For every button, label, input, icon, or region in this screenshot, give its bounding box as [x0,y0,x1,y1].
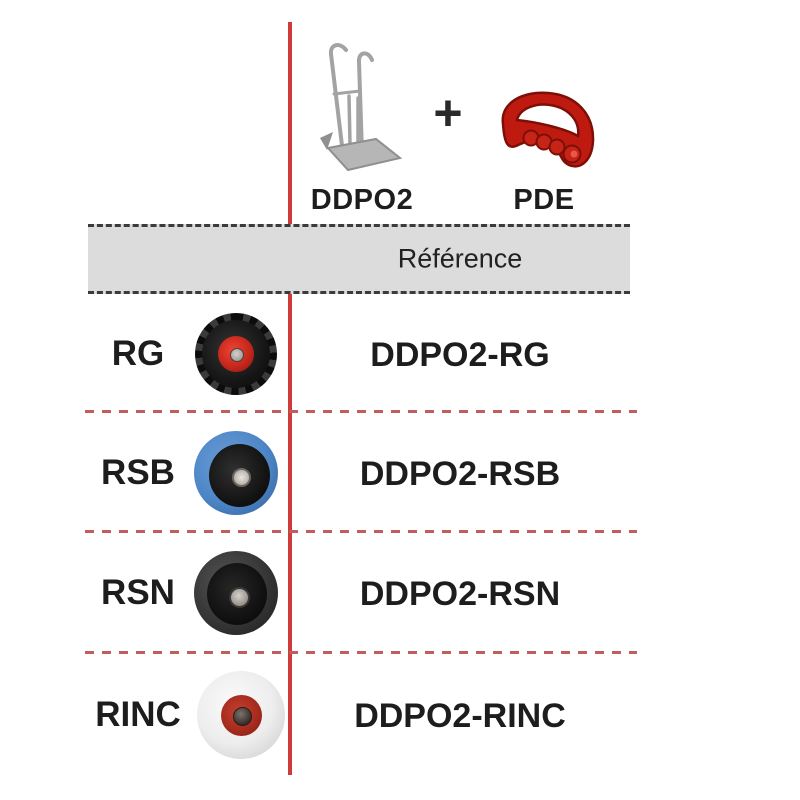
wheel-rg-axle [230,348,244,362]
row-separator-2 [85,530,637,533]
base-product-label: DDPO2 [310,184,414,216]
row-code-rsn: RSN [101,573,175,612]
row-code-rg: RG [111,334,165,373]
plus-sign: + [433,85,463,141]
row-code-rinc: RINC [95,695,181,734]
row-separator-1 [85,410,637,413]
row-reference-rsn: DDPO2-RSN [359,575,561,613]
row-reference-rg: DDPO2-RG [370,336,550,374]
row-reference-rinc: DDPO2-RINC [354,697,566,735]
wheel-rinc-axle [233,707,252,726]
wheel-rsb-axle [232,468,251,487]
hand-truck-icon [320,43,403,172]
reference-column-header: Référence [397,243,523,274]
row-separator-3 [85,651,637,654]
wheel-image-rsb [194,431,278,515]
row-reference-rsb: DDPO2-RSB [359,455,561,493]
reference-header-band: Référence [88,224,630,294]
wheel-rsn-axle [229,587,250,608]
accessory-label: PDE [513,184,575,216]
grip-handle-icon [501,91,595,168]
wheel-image-rsn [194,551,278,635]
hand-truck-base-plate [326,137,403,172]
vertical-divider-line [288,22,292,775]
wheel-image-rg [195,313,277,395]
hand-truck-foot [320,132,333,150]
wheel-image-rinc [197,671,285,759]
row-code-rsb: RSB [101,453,175,492]
